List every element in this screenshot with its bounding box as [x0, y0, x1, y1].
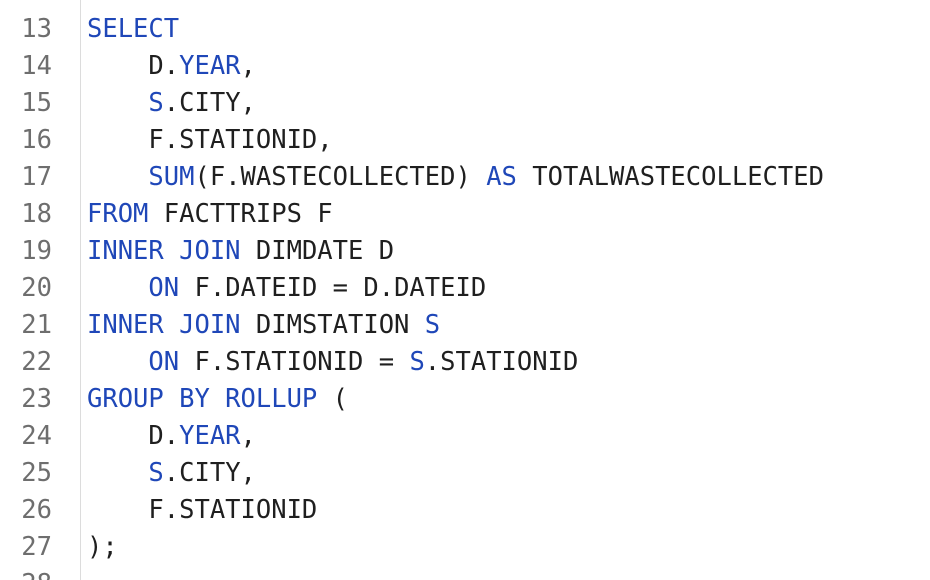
code-text[interactable]: ON F.DATEID = D.DATEID — [87, 270, 486, 307]
line-number: 26 — [21, 495, 52, 525]
code-token: F.DATEID = D.DATEID — [179, 273, 487, 303]
line-number: 17 — [21, 162, 52, 192]
sql-keyword-token: YEAR — [179, 421, 241, 451]
line-number: 27 — [21, 532, 52, 562]
code-token — [87, 347, 148, 377]
line-number-gutter — [0, 0, 81, 580]
code-line[interactable]: 28 — [0, 566, 930, 580]
code-text[interactable]: INNER JOIN DIMDATE D — [87, 233, 394, 270]
code-text[interactable]: FROM FACTTRIPS F — [87, 196, 333, 233]
code-line[interactable]: 18 FROM FACTTRIPS F — [0, 196, 930, 233]
sql-keyword-token: S — [424, 310, 441, 340]
code-line[interactable]: 19 INNER JOIN DIMDATE D — [0, 233, 930, 270]
line-number: 28 — [0, 566, 52, 580]
sql-keyword-token: YEAR — [179, 51, 241, 81]
sql-keyword-token: SUM — [148, 162, 195, 192]
code-text[interactable]: ); — [87, 529, 118, 566]
code-token: F.STATIONID = — [179, 347, 410, 377]
line-number: 18 — [21, 199, 52, 229]
code-token: , — [240, 421, 256, 451]
code-text[interactable]: D.YEAR, — [87, 48, 256, 85]
line-number: 22 — [21, 347, 52, 377]
line-number: 21 — [21, 310, 52, 340]
code-text[interactable]: F.STATIONID, — [87, 122, 333, 159]
code-token: ( — [317, 384, 349, 414]
code-token — [87, 273, 148, 303]
code-token — [87, 458, 148, 488]
line-number: 25 — [21, 458, 52, 488]
line-number: 12 — [0, 0, 52, 11]
sql-keyword-token: INNER JOIN — [87, 236, 241, 266]
code-token: D. — [87, 421, 180, 451]
line-number: 23 — [21, 384, 52, 414]
code-token — [87, 162, 148, 192]
code-text[interactable]: S.CITY, — [87, 455, 256, 492]
sql-keyword-token: S — [148, 88, 164, 118]
code-line[interactable]: 24 D.YEAR, — [0, 418, 930, 455]
code-line[interactable]: 23 GROUP BY ROLLUP ( — [0, 381, 930, 418]
line-number: 15 — [21, 88, 52, 118]
code-token: F.STATIONID, — [87, 125, 333, 155]
code-token: FACTTRIPS F — [148, 199, 333, 229]
line-number: 13 — [21, 14, 52, 44]
code-text[interactable]: SELECT — [87, 11, 179, 48]
code-token: .CITY, — [163, 88, 256, 118]
line-number: 20 — [21, 273, 52, 303]
code-token: F.STATIONID — [87, 495, 318, 525]
code-token: .STATIONID — [424, 347, 579, 377]
sql-keyword-token: S — [409, 347, 425, 377]
sql-keyword-token: AS — [486, 162, 517, 192]
code-line[interactable]: 25 S.CITY, — [0, 455, 930, 492]
sql-keyword-token: S — [148, 458, 164, 488]
code-token: TOTALWASTECOLLECTED — [516, 162, 824, 192]
code-line[interactable]: 21 INNER JOIN DIMSTATION S — [0, 307, 930, 344]
code-text[interactable]: S.CITY, — [87, 85, 256, 122]
code-token: DIMSTATION — [240, 310, 425, 340]
code-line[interactable]: 17 SUM(F.WASTECOLLECTED) AS TOTALWASTECO… — [0, 159, 930, 196]
sql-keyword-token: ON — [148, 347, 180, 377]
code-line[interactable]: 14 D.YEAR, — [0, 48, 930, 85]
code-token: ); — [87, 532, 118, 562]
code-text[interactable]: F.STATIONID — [87, 492, 317, 529]
sql-keyword-token: FROM — [87, 199, 149, 229]
line-number: 14 — [21, 51, 52, 81]
line-number: 24 — [21, 421, 52, 451]
code-text[interactable]: D.YEAR, — [87, 418, 256, 455]
code-text[interactable]: ON F.STATIONID = S.STATIONID — [87, 344, 578, 381]
code-line[interactable]: 20 ON F.DATEID = D.DATEID — [0, 270, 930, 307]
code-line[interactable]: 16 F.STATIONID, — [0, 122, 930, 159]
code-line[interactable]: 12 — [0, 0, 930, 11]
code-text[interactable]: SUM(F.WASTECOLLECTED) AS TOTALWASTECOLLE… — [87, 159, 824, 196]
sql-keyword-token: GROUP BY ROLLUP — [87, 384, 318, 414]
code-token: D. — [87, 51, 180, 81]
sql-keyword-token: ON — [148, 273, 180, 303]
sql-keyword-token: INNER JOIN — [87, 310, 241, 340]
code-line[interactable]: 26 F.STATIONID — [0, 492, 930, 529]
code-text[interactable]: INNER JOIN DIMSTATION S — [87, 307, 440, 344]
code-token — [87, 88, 148, 118]
code-line[interactable]: 13 SELECT — [0, 11, 930, 48]
code-token: .CITY, — [163, 458, 256, 488]
sql-keyword-token: SELECT — [87, 14, 180, 44]
code-token: DIMDATE D — [240, 236, 395, 266]
code-token: , — [240, 51, 256, 81]
code-token: (F.WASTECOLLECTED) — [194, 162, 487, 192]
code-line[interactable]: 27); — [0, 529, 930, 566]
code-text[interactable]: GROUP BY ROLLUP ( — [87, 381, 348, 418]
line-number: 16 — [21, 125, 52, 155]
code-line[interactable]: 15 S.CITY, — [0, 85, 930, 122]
code-line[interactable]: 22 ON F.STATIONID = S.STATIONID — [0, 344, 930, 381]
line-number: 19 — [21, 236, 52, 266]
